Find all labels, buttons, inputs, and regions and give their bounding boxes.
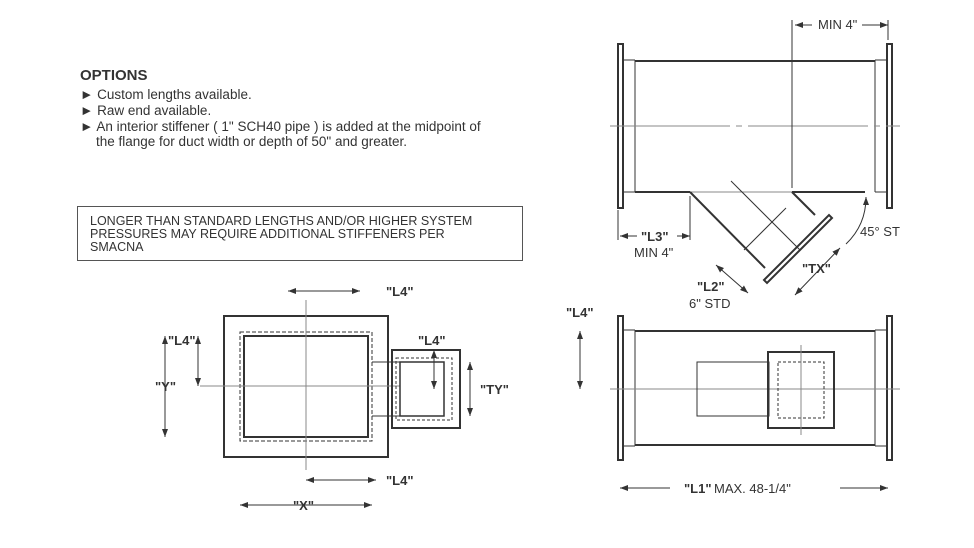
dim-angle: 45° ST [860, 224, 900, 239]
stiffener-note-box: LONGER THAN STANDARD LENGTHS AND/OR HIGH… [77, 206, 523, 261]
dim-l3: "L3" [641, 229, 669, 244]
options-title: OPTIONS [80, 67, 148, 84]
dim-l4-right: "L4" [418, 333, 446, 348]
dim-tx: "TX" [802, 261, 831, 276]
dim-x: "X" [293, 498, 314, 513]
note-line: LONGER THAN STANDARD LENGTHS AND/OR HIGH… [90, 214, 473, 228]
option-text: An interior stiffener ( 1" SCH40 pipe ) … [96, 119, 481, 134]
note-line: PRESSURES MAY REQUIRE ADDITIONAL STIFFEN… [90, 227, 445, 241]
dim-l4-top: "L4" [386, 284, 414, 299]
note-line: SMACNA [90, 240, 144, 254]
dim-l2: "L2" [697, 279, 725, 294]
dim-l1: "L1" [684, 481, 712, 496]
dim-ty: "TY" [480, 382, 509, 397]
top-view-wye [610, 20, 900, 285]
dim-l4-left: "L4" [168, 333, 196, 348]
front-view-flange [200, 300, 461, 470]
option-text: Raw end available. [97, 103, 212, 118]
option-item: ► Raw end available. [80, 103, 212, 118]
side-view-duct [610, 315, 900, 461]
dim-l4-bottom: "L4" [386, 473, 414, 488]
option-item-continued: the flange for duct width or depth of 50… [96, 134, 408, 149]
option-text: Custom lengths available. [97, 87, 252, 102]
dim-l3-min: MIN 4" [634, 245, 674, 260]
dim-l4-side: "L4" [566, 305, 594, 320]
dim-l2-std: 6" STD [689, 296, 730, 311]
option-item: ► Custom lengths available. [80, 87, 252, 102]
dim-l1-max: MAX. 48-1/4" [714, 481, 791, 496]
option-item: ► An interior stiffener ( 1" SCH40 pipe … [80, 119, 481, 134]
dim-min4-top: MIN 4" [818, 17, 858, 32]
dim-y: "Y" [155, 379, 176, 394]
